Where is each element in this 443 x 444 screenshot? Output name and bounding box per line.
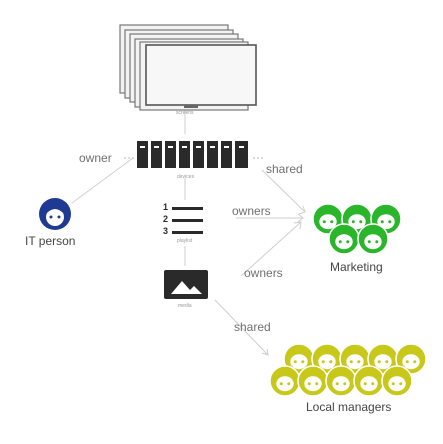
- marketing-person-icon: [357, 223, 389, 255]
- devices-icon: [137, 141, 248, 168]
- arrowhead-shared-media: [261, 348, 269, 356]
- arrowhead-shared-devices: [298, 205, 306, 215]
- line-owner: [71, 157, 134, 204]
- arrowhead-owners-media: [293, 221, 302, 230]
- edge-label-shared-devices: shared: [266, 162, 303, 176]
- person-icon: [39, 198, 71, 230]
- line-shared-media: [214, 299, 269, 356]
- local-manager-person-icon: [395, 343, 427, 375]
- edge-label-shared-media: shared: [234, 320, 271, 334]
- devices-dots: [124, 157, 263, 159]
- local-manager-person-icon: [325, 365, 357, 397]
- arrowheads: [261, 205, 306, 356]
- marketing-label: Marketing: [330, 260, 383, 274]
- media-caption: media: [178, 303, 192, 309]
- arrowhead-owners-playlist: [297, 213, 304, 223]
- local-manager-person-icon: [269, 365, 301, 397]
- playlist-icon: [172, 207, 203, 234]
- edge-label-owner: owner: [79, 151, 112, 165]
- line-shared-devices: [261, 169, 306, 213]
- screens-caption: screens: [176, 110, 194, 116]
- local-manager-person-icon: [353, 365, 385, 397]
- edge-label-owners-playlist: owners: [232, 204, 271, 218]
- playlist-number-2: 2: [163, 214, 169, 224]
- screens-icon: [119, 24, 257, 111]
- playlist-number-3: 3: [163, 226, 169, 236]
- it-person-label: IT person: [25, 234, 76, 248]
- devices-caption: devices: [177, 174, 194, 180]
- playlist-caption: playlist: [177, 238, 193, 244]
- local-managers-label: Local managers: [306, 400, 392, 414]
- local-manager-person-icon: [381, 365, 413, 397]
- media-icon: [164, 270, 208, 299]
- playlist-number-1: 1: [163, 202, 169, 212]
- local-manager-person-icon: [283, 343, 315, 375]
- local-manager-person-icon: [297, 365, 329, 397]
- edge-label-owners-media: owners: [244, 266, 283, 280]
- line-owners-media: [240, 221, 302, 277]
- marketing-people-icon: [312, 203, 402, 255]
- connectors: [71, 104, 306, 356]
- marketing-person-icon: [328, 223, 360, 255]
- local-managers-people-icon: [269, 343, 427, 397]
